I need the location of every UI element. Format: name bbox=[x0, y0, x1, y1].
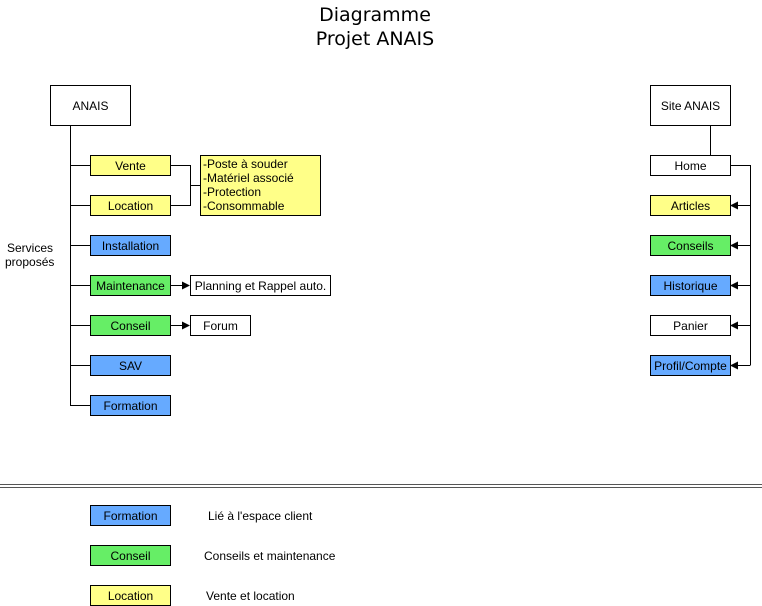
node-sav: SAV bbox=[90, 355, 171, 376]
details-item: -Protection bbox=[203, 185, 262, 199]
services-label-line1: Services bbox=[7, 241, 54, 255]
diagram-title-line2: Projet ANAIS bbox=[315, 28, 435, 50]
legend-swatch-blue: Formation bbox=[90, 505, 171, 526]
anais-root-node: ANAIS bbox=[50, 85, 131, 126]
legend-desc-blue: Lié à l'espace client bbox=[208, 509, 313, 523]
node-planning: Planning et Rappel auto. bbox=[190, 275, 331, 296]
details-item: -Poste à souder bbox=[203, 157, 288, 171]
home-rail bbox=[730, 165, 751, 366]
node-forum: Forum bbox=[190, 315, 251, 336]
details-item: -Consommable bbox=[203, 199, 285, 213]
services-label-line2: proposés bbox=[5, 255, 55, 269]
link-vente-details bbox=[170, 165, 200, 186]
legend-swatch-yellow: Location bbox=[90, 585, 171, 606]
node-panier: Panier bbox=[650, 315, 731, 336]
node-maintenance: Maintenance bbox=[90, 275, 171, 296]
legend-desc-green: Conseils et maintenance bbox=[204, 549, 336, 563]
node-historique: Historique bbox=[650, 275, 731, 296]
details-box: -Poste à souder -Matériel associé -Prote… bbox=[200, 155, 321, 216]
legend-desc-yellow: Vente et location bbox=[206, 589, 295, 603]
node-conseils: Conseils bbox=[650, 235, 731, 256]
node-vente: Vente bbox=[90, 155, 171, 176]
site-anais-root-node: Site ANAIS bbox=[650, 85, 731, 126]
node-installation: Installation bbox=[90, 235, 171, 256]
node-home: Home bbox=[650, 155, 731, 176]
legend-swatch-green: Conseil bbox=[90, 545, 171, 566]
node-articles: Articles bbox=[650, 195, 731, 216]
link-location-details bbox=[170, 185, 191, 206]
node-location: Location bbox=[90, 195, 171, 216]
node-profil-compte: Profil/Compte bbox=[650, 355, 731, 376]
diagram-title-line1: Diagramme bbox=[319, 4, 431, 26]
node-formation: Formation bbox=[90, 395, 171, 416]
details-item: -Matériel associé bbox=[203, 171, 294, 185]
node-conseil: Conseil bbox=[90, 315, 171, 336]
